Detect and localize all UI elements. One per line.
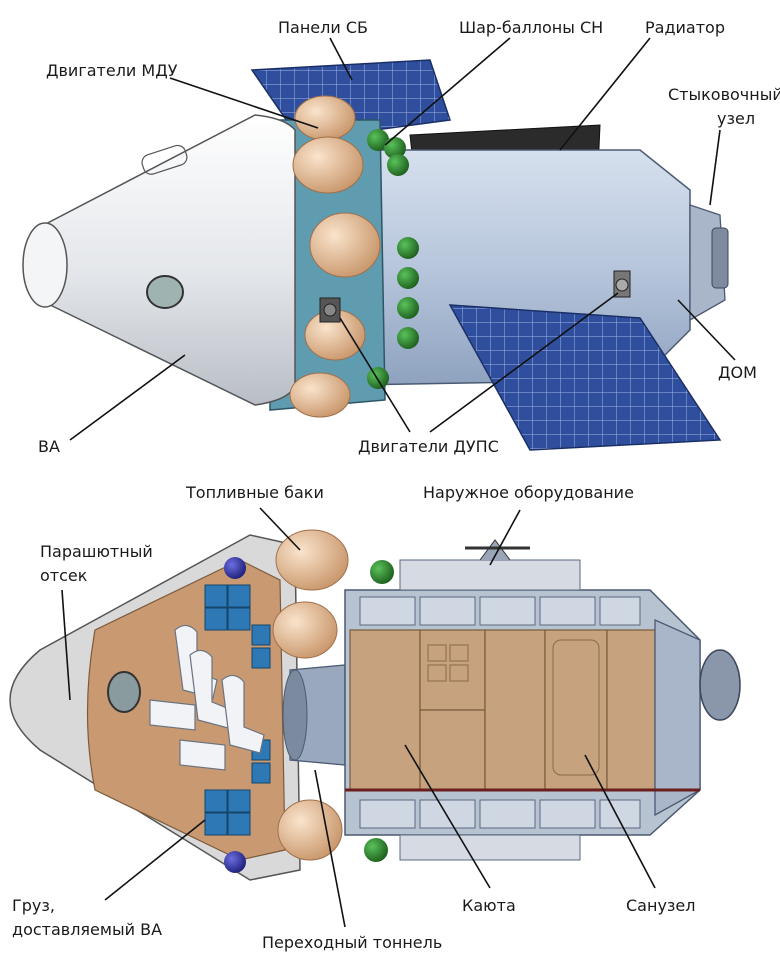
- label-panels-sb: Панели СБ: [278, 18, 368, 37]
- label-cabin: Каюта: [462, 896, 516, 915]
- cargo-blocks: [204, 584, 271, 836]
- module-panels: [359, 596, 641, 829]
- capsule-window-bottom: [107, 671, 141, 713]
- label-docking-unit-1: Стыковочный: [668, 85, 780, 104]
- label-cargo-1: Груз,: [12, 896, 55, 915]
- fuel-tanks-bottom: [272, 529, 349, 861]
- label-parachute-2: отсек: [40, 566, 88, 585]
- descent-capsule: [33, 114, 296, 406]
- dups-engine-right: [613, 270, 631, 298]
- label-external-equipment: Наружное оборудование: [423, 483, 634, 502]
- label-sanitary: Санузел: [626, 896, 695, 915]
- label-balloons-sn: Шар-баллоны СН: [459, 18, 603, 37]
- label-tunnel: Переходный тоннель: [262, 933, 442, 952]
- docking-unit-bottom: [699, 649, 741, 721]
- solar-panel-lower: [448, 304, 722, 451]
- capsule-window: [146, 275, 184, 309]
- top-leader-lines: [69, 37, 736, 441]
- crew-seats: [149, 624, 265, 771]
- label-dom: ДОМ: [718, 363, 757, 382]
- label-va: ВА: [38, 437, 60, 456]
- label-dups-engines: Двигатели ДУПС: [358, 437, 499, 456]
- interior-cabinets: [349, 629, 656, 791]
- bottom-spacecraft: [9, 529, 741, 881]
- dups-engine-left: [319, 297, 341, 323]
- label-fuel-tanks: Топливные баки: [185, 483, 324, 502]
- label-radiator: Радиатор: [645, 18, 725, 37]
- label-docking-unit-2: узел: [717, 109, 755, 128]
- label-parachute-1: Парашютный: [40, 542, 153, 561]
- label-mdu-engines: Двигатели МДУ: [46, 61, 178, 80]
- label-cargo-2: доставляемый ВА: [12, 920, 162, 939]
- top-spacecraft: [22, 59, 729, 451]
- bottom-leader-lines: [61, 507, 656, 928]
- pressure-balloons-top: [367, 129, 419, 389]
